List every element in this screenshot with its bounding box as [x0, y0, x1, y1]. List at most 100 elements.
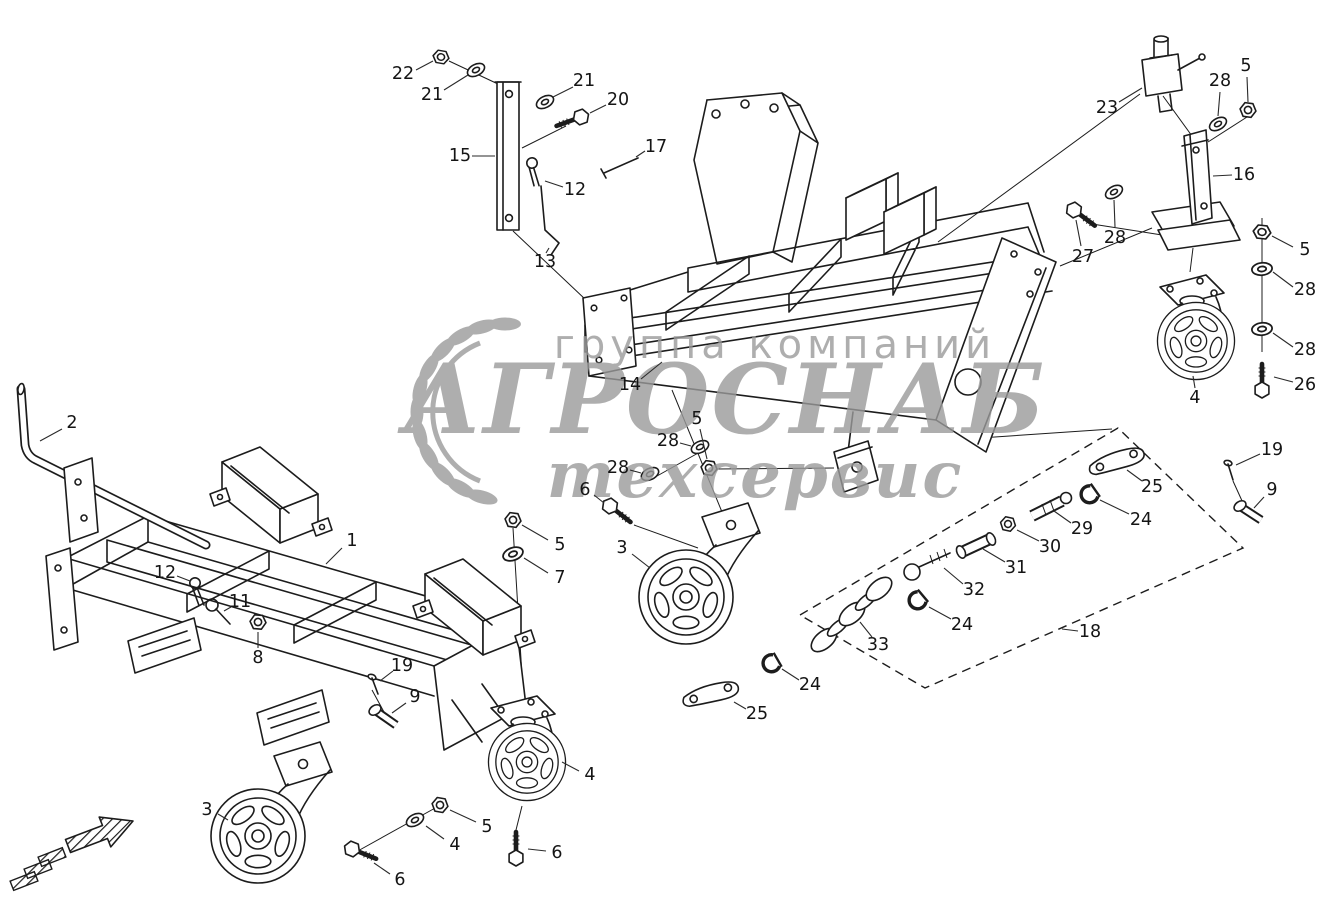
- part-callout-19: 19: [391, 656, 413, 676]
- part-callout-24: 24: [799, 675, 821, 695]
- nut-8: [249, 614, 266, 629]
- callout-leader-line: [781, 668, 800, 681]
- part-callout-5: 5: [554, 535, 565, 555]
- bolt-6-b: [342, 840, 379, 866]
- part-callout-12: 12: [154, 563, 176, 583]
- callout-leader-line: [1212, 174, 1233, 177]
- callout-leader-line: [1235, 453, 1261, 466]
- part-callout-13: 13: [534, 252, 556, 272]
- swivel-caster-4-upper: [1157, 275, 1234, 380]
- callout-leader-line: [1061, 628, 1079, 632]
- part-callout-29: 29: [1071, 519, 1093, 539]
- callout-leader-line: [325, 547, 343, 565]
- washer-7: [500, 543, 526, 565]
- part-callout-24: 24: [951, 615, 973, 635]
- callout-leader-line: [552, 86, 574, 98]
- frame-arm-plate: [693, 92, 801, 265]
- part-callout-18: 18: [1079, 622, 1101, 642]
- part-callout-11: 11: [229, 592, 251, 612]
- part-callout-7: 7: [554, 568, 565, 588]
- callout-leader-line: [589, 104, 607, 114]
- callout-leader-line: [1217, 91, 1221, 117]
- kit-dashed-outline: [798, 427, 1245, 689]
- part-callout-28: 28: [1294, 340, 1316, 360]
- callout-leader-line: [629, 469, 642, 474]
- callout-leader-line: [415, 60, 434, 71]
- callout-leader-line: [544, 180, 564, 188]
- part-callout-3: 3: [616, 538, 627, 558]
- part-callout-6: 6: [394, 870, 405, 890]
- callout-leader-line: [39, 428, 63, 442]
- part-callout-6: 6: [551, 843, 562, 863]
- jack-stand-15-group: [432, 49, 639, 256]
- part-callout-25: 25: [746, 704, 768, 724]
- small-pin-19-left: [367, 673, 379, 695]
- callout-leader-line: [443, 74, 469, 91]
- part-callout-21: 21: [421, 85, 443, 105]
- part-callout-28: 28: [657, 431, 679, 451]
- part-callout-9: 9: [409, 687, 420, 707]
- callout-leader-line: [1253, 496, 1265, 509]
- part-callout-1: 1: [346, 531, 357, 551]
- washer-28-stack-a: [1250, 260, 1274, 278]
- callout-leader-line: [1118, 87, 1143, 103]
- part-callout-32: 32: [963, 580, 985, 600]
- part-callout-4: 4: [449, 835, 460, 855]
- callout-leader-line: [1192, 375, 1196, 389]
- callout-leader-line: [631, 553, 651, 569]
- part-callout-5: 5: [481, 817, 492, 837]
- parts-kit-18: [798, 427, 1245, 689]
- callout-leader-line: [176, 575, 191, 582]
- part-callout-4: 4: [1189, 388, 1200, 408]
- linch-pin-11: [205, 598, 231, 625]
- part-callout-9: 9: [1266, 480, 1277, 500]
- bolt-26: [1255, 364, 1269, 398]
- chain-33: [810, 576, 893, 653]
- part-callout-28: 28: [1209, 71, 1231, 91]
- washer-28-bolt27: [1102, 181, 1126, 203]
- eye-bolt-32: [903, 548, 951, 581]
- under-frame-hanger-b: [256, 689, 330, 746]
- frame-bottom-bracket: [833, 440, 879, 493]
- watermark-line-3: техсервис: [547, 438, 964, 513]
- part-callout-20: 20: [607, 90, 629, 110]
- callout-leader-line: [640, 361, 663, 380]
- small-pin-19-right: [1223, 459, 1234, 481]
- callout-leader-line: [391, 702, 407, 714]
- shackle-24-b: [1076, 481, 1102, 508]
- watermark-line-2: АГРОСНАБ: [397, 343, 1047, 456]
- callout-leader-line: [943, 567, 964, 585]
- part-callout-5: 5: [1240, 56, 1251, 76]
- part-callout-4: 4: [584, 765, 595, 785]
- part-callout-14: 14: [619, 375, 641, 395]
- part-callout-27: 27: [1072, 247, 1094, 267]
- caster-wheel-3-upper: [639, 503, 760, 644]
- callout-leader-line: [1273, 376, 1294, 383]
- part-callout-30: 30: [1039, 537, 1061, 557]
- shackle-24-a: [903, 587, 931, 614]
- hook-plate-25-b: [679, 677, 742, 711]
- watermark: группа компаний АГРОСНАБ техсервис: [397, 317, 1047, 513]
- upper-frame-assembly: [582, 92, 1057, 493]
- callout-leader-line: [1272, 332, 1294, 348]
- callout-leader-line: [1016, 529, 1040, 542]
- callout-leader-line: [373, 862, 391, 875]
- nut-5-c: [504, 512, 522, 528]
- callout-leader-line: [928, 606, 952, 620]
- bolt-27: [1063, 200, 1098, 231]
- part-callout-5: 5: [1299, 240, 1310, 260]
- channel-bracket-b: [412, 558, 536, 656]
- shackle-24-c: [758, 650, 784, 677]
- callout-leader-line: [679, 442, 692, 447]
- callout-leader-line: [523, 557, 549, 574]
- frame-right-end-plate: [935, 237, 1057, 453]
- washer-4-mount: [403, 809, 427, 831]
- part-callout-25: 25: [1141, 477, 1163, 497]
- callout-leader-line: [699, 428, 708, 460]
- part-callout-5: 5: [691, 409, 702, 429]
- part-callout-8: 8: [252, 648, 263, 668]
- coupler-29: [1029, 491, 1073, 522]
- jack-handle-13: [540, 185, 560, 256]
